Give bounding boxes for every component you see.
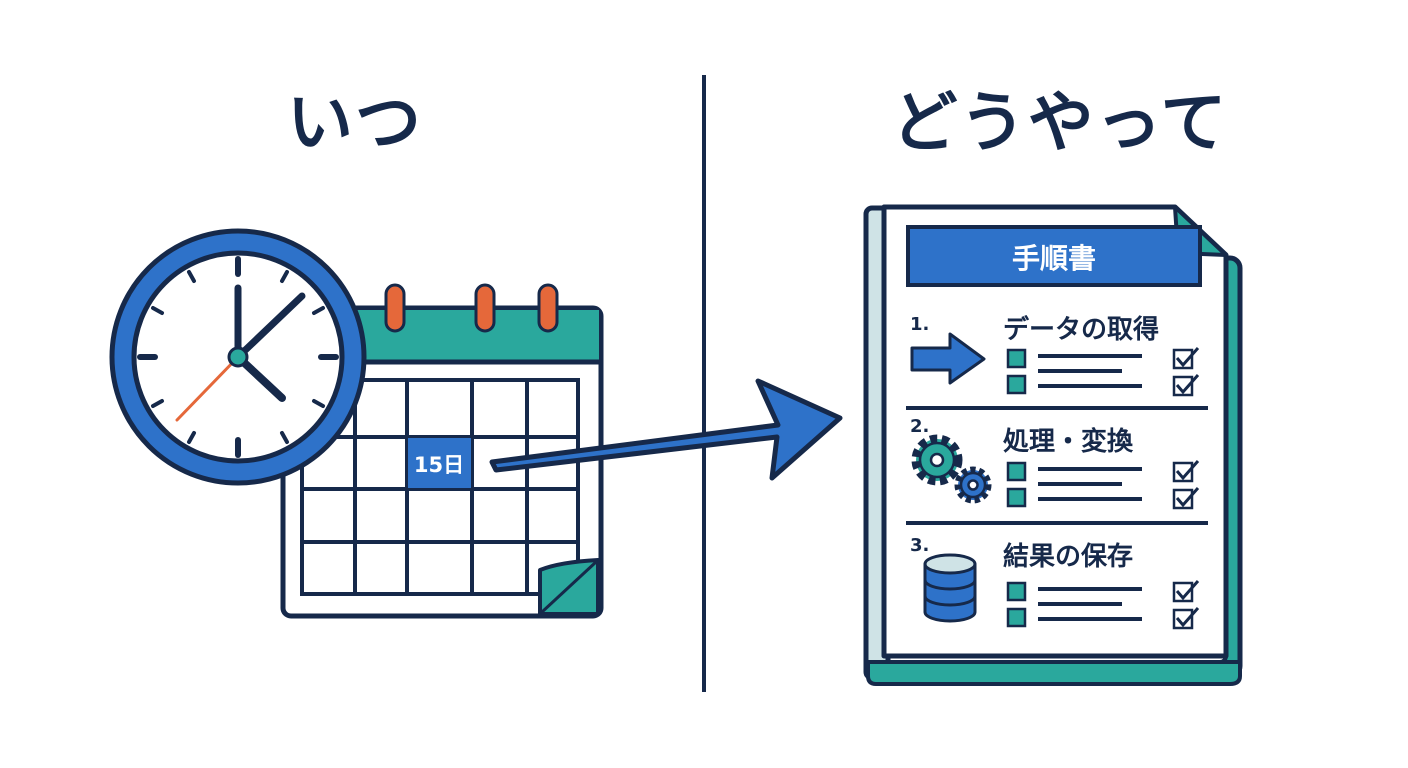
flow-arrow [489,378,843,481]
step-2-number: 2. [910,416,929,437]
step-2-checklist [1006,460,1200,510]
step-1-number: 1. [910,314,929,335]
step-3-title: 結果の保存 [1003,541,1133,572]
database-icon [923,553,977,623]
calendar-date-label: 15日 [414,453,464,477]
heading-how: どうやって [891,84,1229,161]
step-1-checklist [1006,347,1200,397]
gears-icon [911,434,992,504]
calendar-date-highlight [408,438,471,488]
heading-when: いつ [287,84,423,161]
manual-title-banner [906,225,1202,287]
manual-title: 手順書 [1012,242,1096,275]
step-3-checklist [1006,580,1200,630]
step-2-title: 処理・変換 [1003,426,1134,457]
clock-icon [109,228,367,486]
step-1-title: データの取得 [1003,314,1159,345]
arrow-right-icon [910,332,986,385]
step-3-number: 3. [910,535,929,556]
